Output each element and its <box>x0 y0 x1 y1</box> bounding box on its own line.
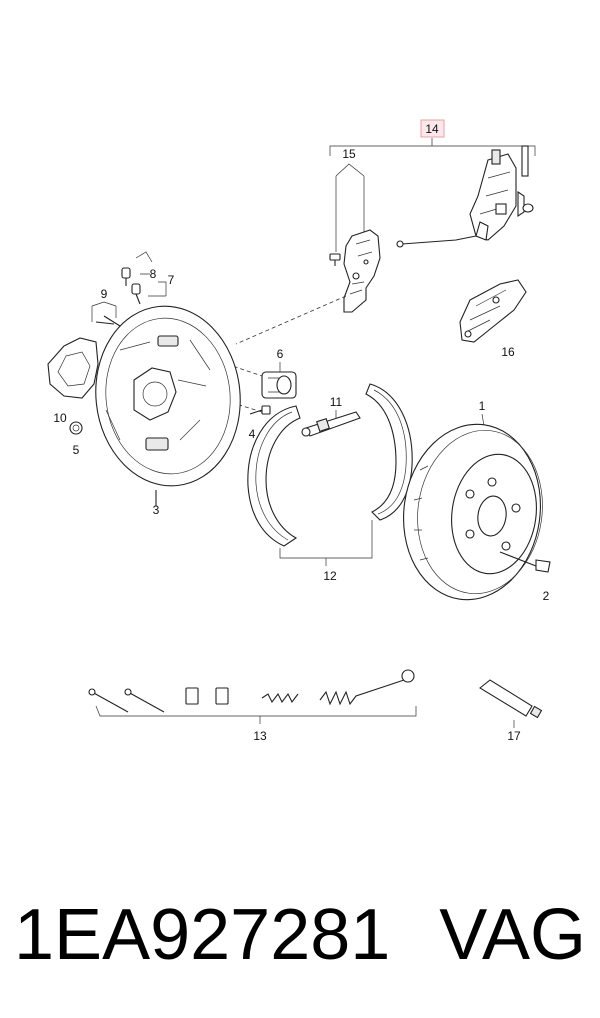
callout-6: 6 <box>277 347 284 361</box>
gasket-part-10: 10 <box>47 337 99 425</box>
bolt-part-4: 4 <box>249 405 271 441</box>
bracket-part-15 <box>343 229 381 313</box>
grease-tube-part-17: 17 <box>479 679 543 743</box>
callout-13: 13 <box>253 729 267 743</box>
callout-1: 1 <box>479 399 486 413</box>
callout-14: 14 <box>425 122 439 136</box>
callout-5: 5 <box>73 443 80 457</box>
callout-2: 2 <box>543 589 550 603</box>
callout-4: 4 <box>249 427 256 441</box>
bracket-part-16: 16 <box>459 279 527 359</box>
callout-16: 16 <box>501 345 515 359</box>
callout-7: 7 <box>168 273 175 287</box>
callout-15: 15 <box>342 147 356 161</box>
callout-12: 12 <box>323 569 337 583</box>
callout-789-group: 8 7 9 <box>91 251 175 327</box>
brake-shoes-part-12: 12 <box>247 383 413 583</box>
callout-10: 10 <box>53 411 67 425</box>
adjuster-part-11: 11 <box>301 395 361 437</box>
hardware-kit-part-13: 13 <box>88 669 417 743</box>
callout-15-group: 15 <box>335 147 365 252</box>
backing-plate-part-3: 3 <box>95 305 241 517</box>
motor-part-14 <box>396 145 534 248</box>
callout-11: 11 <box>330 395 343 409</box>
callout-14-group: 14 <box>329 119 536 156</box>
callout-8: 8 <box>150 267 157 281</box>
callout-9: 9 <box>101 287 108 301</box>
nut-part-5: 5 <box>69 421 83 457</box>
footer: 1EA927281 VAG <box>0 885 600 995</box>
callout-14-highlight <box>420 119 445 138</box>
screw-part-2: 2 <box>499 551 551 603</box>
part-number: 1EA927281 <box>14 895 391 975</box>
callout-3: 3 <box>153 503 160 517</box>
callout-17: 17 <box>507 729 521 743</box>
brand: VAG <box>439 895 586 975</box>
screw-part-15 <box>329 253 341 266</box>
wheel-cylinder-part-6: 6 <box>261 347 297 399</box>
exploded-brake-diagram: 14 15 16 <box>47 119 551 743</box>
brake-drum-part-1: 1 <box>403 399 543 601</box>
